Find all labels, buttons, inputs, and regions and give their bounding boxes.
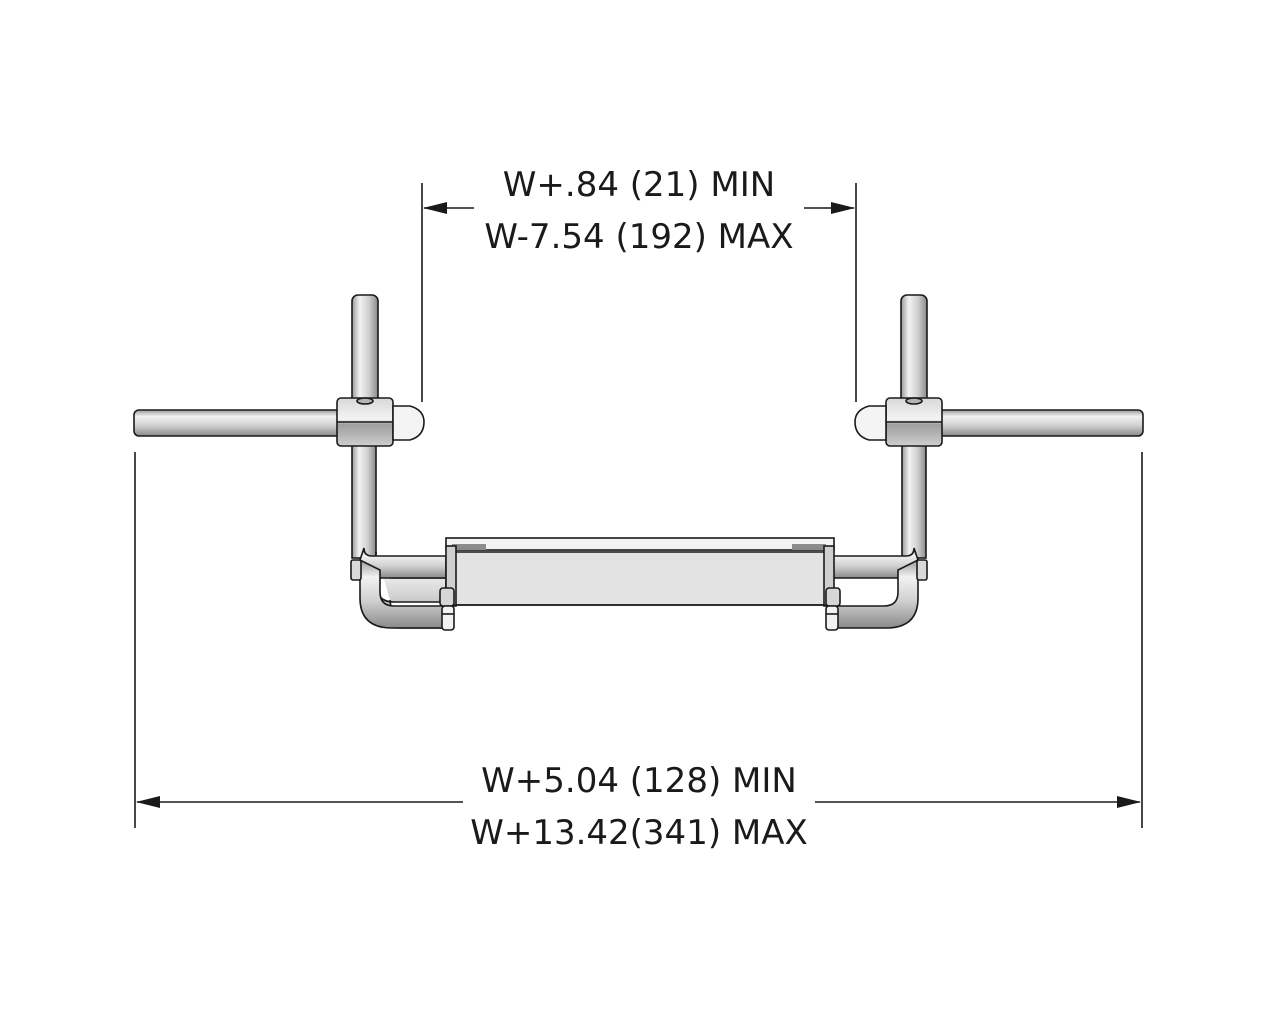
top-left-arrowhead (423, 202, 447, 214)
left-vertical-post (351, 294, 379, 406)
top-dimension-min-label: W+.84 (21) MIN (503, 165, 775, 205)
conveyor-frame (445, 537, 835, 607)
left-bolt-head (350, 559, 362, 581)
bottom-right-arrowhead (1117, 796, 1141, 808)
left-horizontal-rod (133, 409, 343, 437)
right-mounting-hardware (825, 587, 841, 631)
bottom-left-arrowhead (136, 796, 160, 808)
bottom-dimension-min-label: W+5.04 (128) MIN (481, 761, 797, 801)
left-lower-post (351, 439, 377, 559)
right-rail-end-cap (854, 405, 887, 441)
left-mounting-hardware (439, 587, 455, 631)
top-right-arrowhead (831, 202, 855, 214)
top-dimension-max-label: W-7.54 (192) MAX (484, 217, 793, 257)
conveyor-top-flange (445, 537, 835, 551)
right-horizontal-rod (935, 409, 1144, 437)
top-dimension (421, 183, 857, 402)
right-bolt-head (916, 559, 928, 581)
right-clamp (854, 397, 943, 447)
bottom-dimension (134, 452, 1143, 828)
left-rail-end-cap (392, 405, 425, 441)
right-lower-post (901, 439, 927, 559)
left-clamp (336, 397, 425, 447)
guide-rail-assembly (133, 294, 1144, 631)
bottom-dimension-max-label: W+13.42(341) MAX (470, 813, 808, 853)
right-vertical-post (900, 294, 928, 406)
